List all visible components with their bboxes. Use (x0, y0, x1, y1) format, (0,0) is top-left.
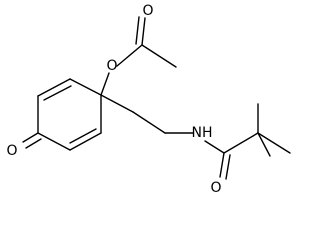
bond-ring-c4-c3 (69, 78, 102, 96)
bond-tbutyl-methyl-down (257, 132, 271, 157)
bond-tbutyl-methyl-right (257, 132, 291, 154)
ketone-oxygen-label: O (6, 143, 17, 159)
bond-quaternary-c-ester-o (100, 72, 110, 96)
bond-ethyl-c1-c2 (132, 111, 166, 134)
bond-amide-carbonyl-double (219, 152, 231, 180)
bond-ring-c6-c5-double (69, 128, 102, 151)
amide-nitrogen-label: NH (192, 125, 213, 141)
molecule-structure: O O O NH O (6, 3, 291, 196)
ester-carbonyl-oxygen-label: O (142, 3, 153, 19)
bond-ester-o-carbonyl-c (116, 44, 143, 67)
bond-acetyl-methyl (141, 44, 177, 68)
bond-ring-c3-c2-double (37, 78, 72, 101)
bond-ring-c1-c6 (37, 132, 71, 151)
bond-c4-ethyl-c1 (100, 94, 134, 113)
bond-ester-carbonyl-double (135, 16, 146, 46)
bond-n-amide-c (204, 140, 225, 154)
bond-amide-c-quaternary-c (223, 132, 259, 154)
bond-ketone-double (22, 132, 42, 149)
amide-carbonyl-oxygen-label: O (210, 180, 221, 196)
ester-oxygen-label: O (106, 58, 117, 74)
